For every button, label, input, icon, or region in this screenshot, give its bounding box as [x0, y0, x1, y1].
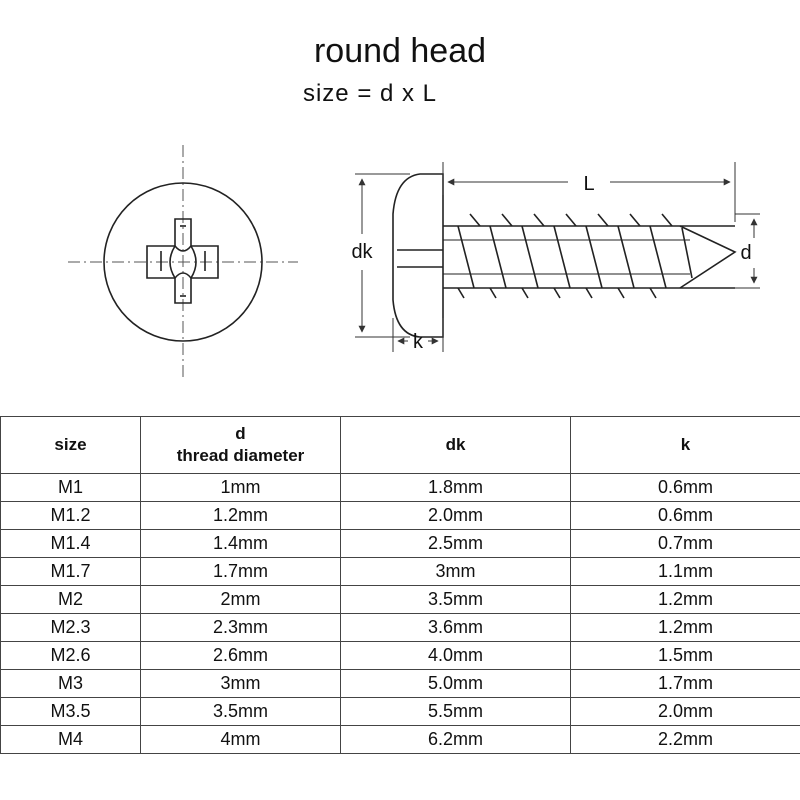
cell-d: 2.3mm [140, 613, 341, 642]
screw-drawing: L dk d k [68, 145, 760, 378]
head-top-view [68, 145, 298, 378]
cell-k: 1.5mm [570, 641, 800, 670]
cell-d: 1mm [140, 473, 341, 502]
cell-size: M2.3 [0, 613, 141, 642]
cell-d: 3mm [140, 669, 341, 698]
cell-k: 2.2mm [570, 725, 800, 754]
label-k: k [413, 331, 424, 353]
cell-d: 1.2mm [140, 501, 341, 530]
cell-size: M2 [0, 585, 141, 614]
table-header-row: size d thread diameter dk k [0, 416, 800, 474]
cell-k: 1.1mm [570, 557, 800, 586]
dimension-lines [355, 162, 760, 352]
cell-d: 1.4mm [140, 529, 341, 558]
cell-size: M1 [0, 473, 141, 502]
cell-k: 1.2mm [570, 585, 800, 614]
label-L: L [583, 173, 594, 195]
header-d-symbol: d [235, 424, 246, 443]
header-size: size [0, 416, 141, 474]
cell-d: 2.6mm [140, 641, 341, 670]
cell-size: M1.7 [0, 557, 141, 586]
cell-k: 0.6mm [570, 501, 800, 530]
size-formula: size = d x L [302, 80, 438, 107]
cell-d: 1.7mm [140, 557, 341, 586]
cell-dk: 4.0mm [340, 641, 571, 670]
cell-dk: 2.0mm [340, 501, 571, 530]
screw-side-view [392, 173, 737, 338]
header-k: k [570, 416, 800, 474]
header-d-description: thread diameter [176, 446, 305, 465]
cell-dk: 3mm [340, 557, 571, 586]
cell-size: M2.6 [0, 641, 141, 670]
cell-dk: 1.8mm [340, 473, 571, 502]
cell-k: 0.7mm [570, 529, 800, 558]
cell-dk: 3.6mm [340, 613, 571, 642]
cell-k: 2.0mm [570, 697, 800, 726]
label-d: d [740, 242, 751, 264]
cell-k: 0.6mm [570, 473, 800, 502]
cell-d: 4mm [140, 725, 341, 754]
cell-dk: 3.5mm [340, 585, 571, 614]
cell-k: 1.7mm [570, 669, 800, 698]
header-d: d thread diameter [140, 416, 341, 474]
cell-dk: 5.5mm [340, 697, 571, 726]
cell-k: 1.2mm [570, 613, 800, 642]
cell-d: 3.5mm [140, 697, 341, 726]
cell-size: M4 [0, 725, 141, 754]
cell-dk: 2.5mm [340, 529, 571, 558]
cell-size: M3 [0, 669, 141, 698]
cell-size: M1.4 [0, 529, 141, 558]
phillips-recess-icon [146, 218, 219, 304]
cell-size: M3.5 [0, 697, 141, 726]
page-title: round head [313, 32, 487, 70]
cell-dk: 6.2mm [340, 725, 571, 754]
cell-dk: 5.0mm [340, 669, 571, 698]
cell-size: M1.2 [0, 501, 141, 530]
cell-d: 2mm [140, 585, 341, 614]
label-dk: dk [351, 241, 373, 263]
header-dk: dk [340, 416, 571, 474]
